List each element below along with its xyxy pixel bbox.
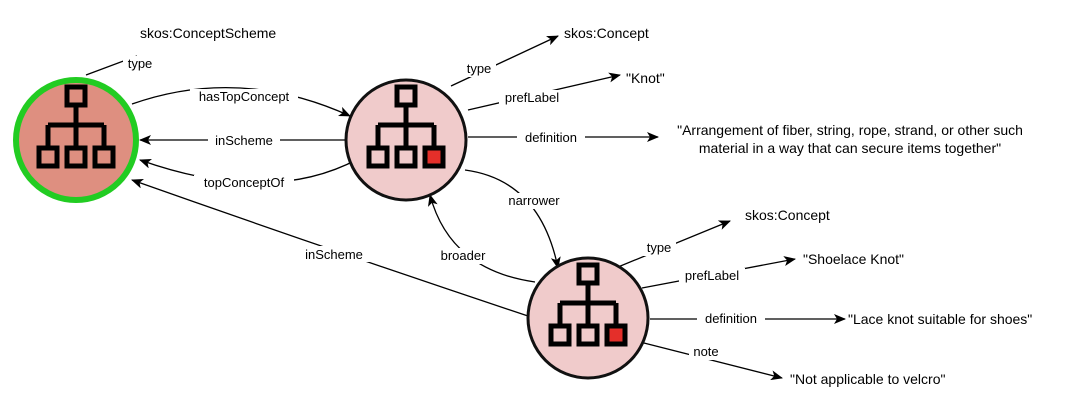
label-narrower: narrower (508, 193, 560, 208)
literals: skos:ConceptScheme skos:Concept "Knot" "… (140, 25, 1032, 387)
edge-labels: type hasTopConcept inScheme topConceptOf… (123, 56, 765, 360)
label-topConceptOf: topConceptOf (204, 175, 285, 190)
literal-shoelace-label: "Shoelace Knot" (803, 251, 904, 267)
literal-knot-definition-line2: material in a way that can secure items … (699, 140, 1001, 156)
concept-scheme-node[interactable] (13, 77, 139, 203)
label-shoelace-inScheme: inScheme (305, 247, 363, 262)
label-broader: broader (441, 248, 486, 263)
label-shoelace-definition: definition (705, 311, 757, 326)
hierarchy-icon (369, 87, 446, 169)
label-knot-type: type (467, 61, 492, 76)
label-shoelace-prefLabel: prefLabel (685, 268, 739, 283)
edge-knot-type (450, 35, 559, 87)
shoelace-concept-node[interactable] (526, 256, 650, 380)
label-knot-prefLabel: prefLabel (505, 90, 559, 105)
literal-knot-label: "Knot" (626, 70, 665, 86)
label-shoelace-type: type (647, 240, 672, 255)
edge-hasTopConcept (131, 86, 351, 117)
label-hasTopConcept: hasTopConcept (199, 89, 290, 104)
label-shoelace-note: note (693, 344, 718, 359)
literal-knot-definition-line1: "Arrangement of fiber, string, rope, str… (677, 122, 1023, 138)
literal-shoelace-note: "Not applicable to velcro" (790, 371, 945, 387)
literal-shoelace-type: skos:Concept (745, 207, 830, 223)
hierarchy-icon (39, 87, 116, 169)
label-type: type (128, 56, 153, 71)
literal-knot-type: skos:Concept (564, 25, 649, 41)
label-inScheme: inScheme (215, 133, 273, 148)
literal-concept-scheme-type: skos:ConceptScheme (140, 25, 276, 41)
literal-shoelace-definition: "Lace knot suitable for shoes" (848, 311, 1032, 327)
label-knot-definition: definition (525, 130, 577, 145)
hierarchy-icon (551, 265, 628, 347)
knot-concept-node[interactable] (344, 78, 468, 202)
